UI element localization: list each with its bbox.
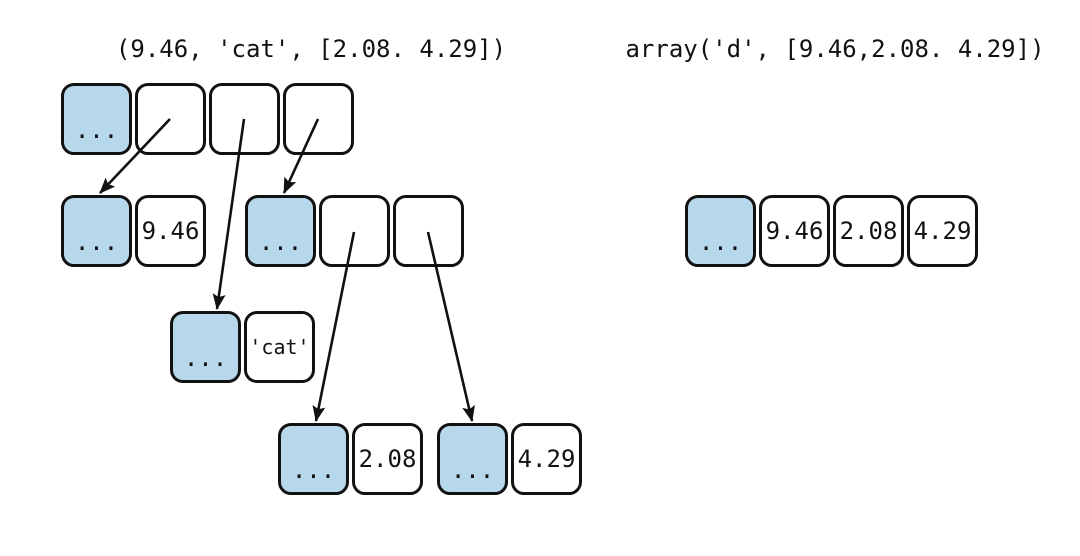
array-header-cell: ... xyxy=(685,195,756,267)
array-object: ... 9.46 2.08 4.29 xyxy=(685,195,978,267)
tuple-expression-label: (9.46, 'cat', [2.08. 4.29]) xyxy=(115,35,507,63)
tuple-header-cell: ... xyxy=(61,83,132,155)
list-object: ... xyxy=(245,195,464,267)
tuple-slot-2 xyxy=(283,83,354,155)
float-9-46-value-cell: 9.46 xyxy=(135,195,206,267)
str-cat-value-cell: 'cat' xyxy=(244,311,315,383)
float-9-46-header-cell: ... xyxy=(61,195,132,267)
list-header-cell: ... xyxy=(245,195,316,267)
tuple-slot-0 xyxy=(135,83,206,155)
float-object-2-08: ... 2.08 xyxy=(278,423,423,495)
array-value-cell-2: 4.29 xyxy=(907,195,978,267)
float-4-29-value-cell: 4.29 xyxy=(511,423,582,495)
array-expression-label: array('d', [9.46,2.08. 4.29]) xyxy=(625,35,1045,63)
float-object-9-46: ... 9.46 xyxy=(61,195,206,267)
tuple-slot-1 xyxy=(209,83,280,155)
float-4-29-header-cell: ... xyxy=(437,423,508,495)
str-object-cat: ... 'cat' xyxy=(170,311,315,383)
float-2-08-value-cell: 2.08 xyxy=(352,423,423,495)
array-value-cell-0: 9.46 xyxy=(759,195,830,267)
list-slot-1 xyxy=(393,195,464,267)
str-cat-header-cell: ... xyxy=(170,311,241,383)
tuple-object: ... xyxy=(61,83,354,155)
float-object-4-29: ... 4.29 xyxy=(437,423,582,495)
float-2-08-header-cell: ... xyxy=(278,423,349,495)
list-slot-0 xyxy=(319,195,390,267)
array-value-cell-1: 2.08 xyxy=(833,195,904,267)
